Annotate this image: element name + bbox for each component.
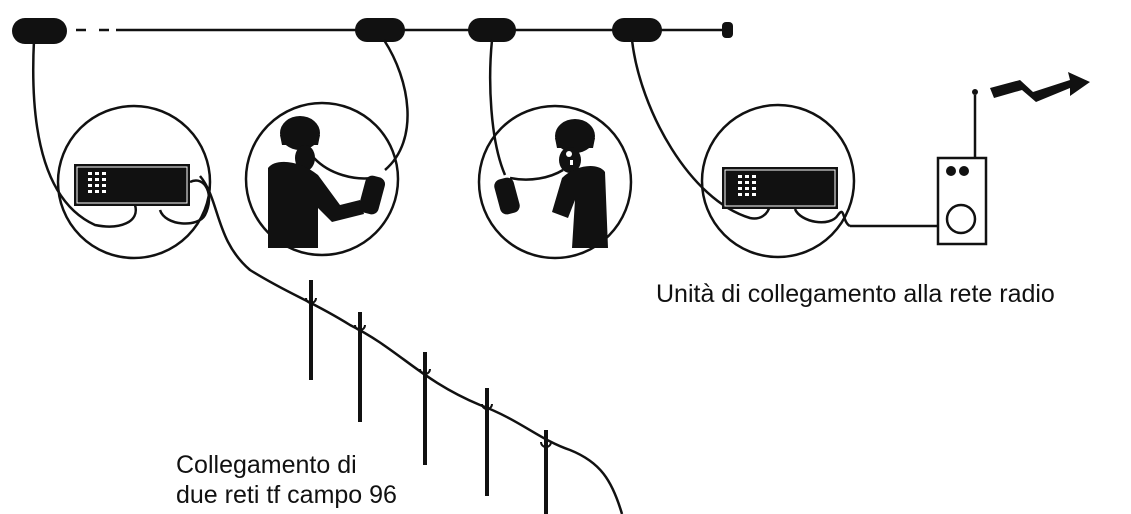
pole-insulators [305,297,552,448]
lightning-bolt-icon [990,72,1090,102]
radio-link-unit-label: Unità di collegamento alla rete radio [656,280,1055,308]
pole-icon [309,280,548,514]
field-network-link-label: Collegamento di due reti tf campo 96 [176,450,397,510]
field-line-cable [199,175,624,514]
handset-detail [566,151,573,165]
radio-unit-icon [936,89,988,246]
switchboard-loop-2 [793,208,851,228]
field-network-link-label-line1: Collegamento di [176,451,357,479]
handset-cord-2 [509,168,564,181]
switchboard-icon [74,164,190,206]
station-circles [56,101,856,260]
soldier-phone-icon [494,119,608,248]
switchboard-icon [722,167,838,209]
drop-cables [31,39,772,228]
handset-cord-1 [313,157,373,180]
switchboard-loop [158,179,211,225]
connector-icon [12,18,733,44]
soldier-phone-icon [268,116,386,248]
field-network-link-label-line2: due reti tf campo 96 [176,481,397,509]
